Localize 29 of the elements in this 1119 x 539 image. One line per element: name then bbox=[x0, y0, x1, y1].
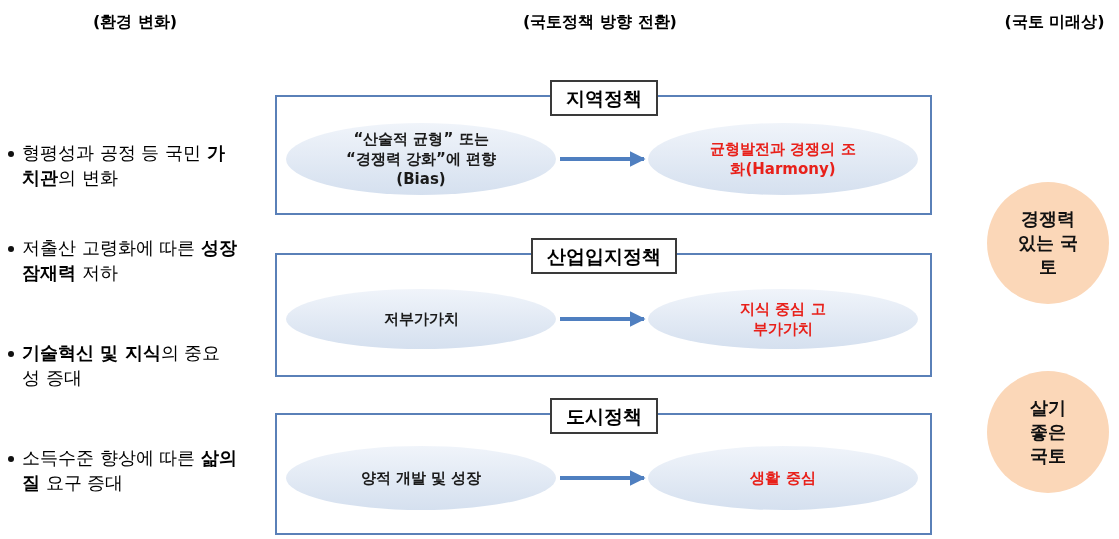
bullet-text: 소득수준 향상에 따른 삶의 질 요구 증대 bbox=[22, 446, 238, 495]
bullet-text: 기술혁신 및 지식의 중요성 증대 bbox=[22, 341, 222, 390]
vision-circle bbox=[986, 181, 1110, 305]
policy-ellipse bbox=[285, 122, 557, 196]
policy-text: 지식 중심 고부가가치 bbox=[739, 299, 827, 339]
bullet-text: 형평성과 공정 등 국민 가치관의 변화 bbox=[22, 141, 226, 190]
policy-text: 저부가가치 bbox=[382, 309, 460, 329]
policy-text: 생활 중심 bbox=[749, 468, 817, 488]
policy-ellipse bbox=[647, 122, 919, 196]
column-heading: (국토정책 방향 전환) bbox=[522, 12, 678, 33]
vision-text: 경쟁력 있는 국토 bbox=[1016, 207, 1080, 279]
policy-ellipse bbox=[285, 288, 557, 350]
panel-title: 도시정책 bbox=[549, 398, 658, 434]
arrow bbox=[560, 470, 646, 486]
bullet-text: 저출산 고령화에 따른 성장잠재력 저하 bbox=[22, 236, 238, 285]
arrow bbox=[560, 151, 646, 167]
column-heading: (국토 미래상) bbox=[1003, 12, 1106, 33]
policy-text: 균형발전과 경쟁의 조화(Harmony) bbox=[709, 139, 857, 179]
vision-circle bbox=[986, 370, 1110, 494]
arrow bbox=[560, 311, 646, 327]
policy-text: 양적 개발 및 성장 bbox=[359, 468, 483, 488]
policy-ellipse bbox=[647, 288, 919, 350]
policy-text: “산술적 균형” 또는 “경쟁력 강화”에 편향(Bias) bbox=[344, 129, 498, 189]
panel-title: 지역정책 bbox=[549, 80, 658, 116]
column-heading: (환경 변화) bbox=[91, 12, 179, 33]
policy-ellipse bbox=[285, 445, 557, 511]
policy-ellipse bbox=[647, 445, 919, 511]
panel-title: 산업입지정책 bbox=[530, 238, 677, 274]
vision-text: 살기 좋은 국토 bbox=[1029, 396, 1067, 468]
